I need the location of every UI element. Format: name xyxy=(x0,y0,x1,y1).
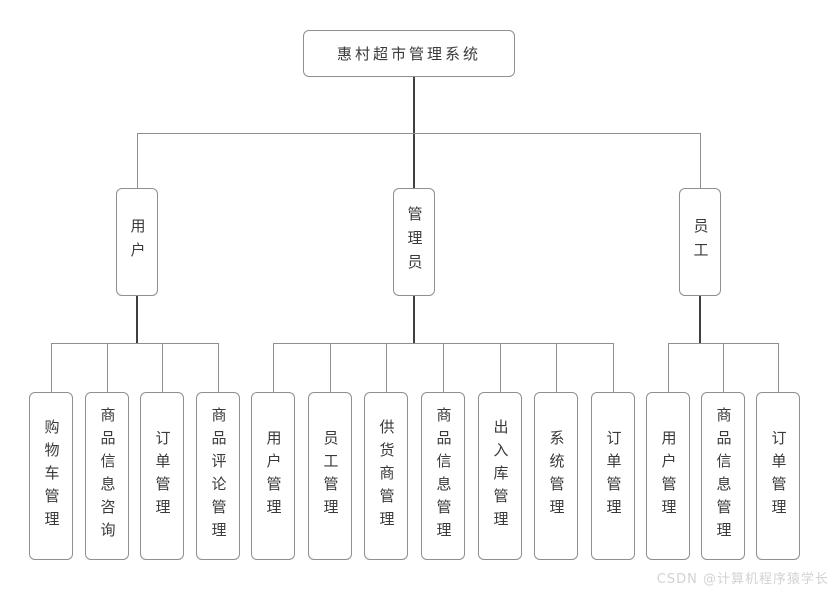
node-label: 用户管理 xyxy=(264,430,283,522)
node-branch-staff-label: 员工 xyxy=(691,218,710,266)
connector-drop-users-3 xyxy=(218,343,219,392)
node-label: 员工管理 xyxy=(321,430,340,522)
node-admin-supplier-mgmt: 供货商管理 xyxy=(364,392,408,560)
connector-bus-users xyxy=(51,343,218,344)
node-label: 商品信息咨询 xyxy=(98,407,117,545)
node-admin-order-mgmt: 订单管理 xyxy=(591,392,635,560)
node-label: 商品信息管理 xyxy=(714,407,733,545)
connector-drop-staff-2 xyxy=(778,343,779,392)
connector-drop-users-2 xyxy=(162,343,163,392)
watermark: CSDN @计算机程序猿学长 xyxy=(656,572,829,587)
node-users-product-info-inquiry: 商品信息咨询 xyxy=(85,392,129,560)
node-admin-product-info-mgmt: 商品信息管理 xyxy=(421,392,465,560)
node-label: 商品信息管理 xyxy=(434,407,453,545)
node-label: 订单管理 xyxy=(604,430,623,522)
node-system-root: 惠村超市管理系统 xyxy=(303,30,515,77)
node-branch-admin-label: 管理员 xyxy=(405,206,424,278)
node-label: 商品评论管理 xyxy=(209,407,228,545)
connector-root-trunk xyxy=(413,77,415,188)
connector-drop-staff-0 xyxy=(668,343,669,392)
node-users-review-mgmt: 商品评论管理 xyxy=(196,392,240,560)
node-branch-admin: 管理员 xyxy=(393,188,435,296)
node-admin-warehouse-mgmt: 出入库管理 xyxy=(478,392,522,560)
node-admin-system-mgmt: 系统管理 xyxy=(534,392,578,560)
connector-drop-admin-4 xyxy=(500,343,501,392)
node-system-root-label: 惠村超市管理系统 xyxy=(336,45,481,63)
node-label: 出入库管理 xyxy=(491,418,510,534)
connector-trunk-staff xyxy=(699,296,701,343)
connector-drop-admin-6 xyxy=(613,343,614,392)
connector-drop-admin-3 xyxy=(443,343,444,392)
node-branch-users-label: 用户 xyxy=(128,218,147,266)
node-branch-staff: 员工 xyxy=(679,188,721,296)
node-staff-user-mgmt: 用户管理 xyxy=(646,392,690,560)
connector-drop-admin-5 xyxy=(556,343,557,392)
node-branch-users: 用户 xyxy=(116,188,158,296)
connector-drop-users-1 xyxy=(107,343,108,392)
node-staff-product-info-mgmt: 商品信息管理 xyxy=(701,392,745,560)
connector-drop-users-0 xyxy=(51,343,52,392)
node-label: 系统管理 xyxy=(547,430,566,522)
connector-trunk-users xyxy=(136,296,138,343)
connector-drop-admin-2 xyxy=(386,343,387,392)
node-users-cart-mgmt: 购物车管理 xyxy=(29,392,73,560)
connector-drop-branch-users xyxy=(137,133,138,188)
node-label: 供货商管理 xyxy=(377,418,396,534)
node-staff-order-mgmt: 订单管理 xyxy=(756,392,800,560)
node-users-order-mgmt: 订单管理 xyxy=(140,392,184,560)
connector-drop-admin-0 xyxy=(273,343,274,392)
connector-bus-level1 xyxy=(137,133,700,134)
node-admin-user-mgmt: 用户管理 xyxy=(251,392,295,560)
connector-drop-branch-staff xyxy=(700,133,701,188)
node-label: 购物车管理 xyxy=(42,418,61,534)
node-label: 订单管理 xyxy=(769,430,788,522)
node-label: 用户管理 xyxy=(659,430,678,522)
connector-drop-staff-1 xyxy=(723,343,724,392)
node-label: 订单管理 xyxy=(153,430,172,522)
connector-drop-admin-1 xyxy=(330,343,331,392)
node-admin-staff-mgmt: 员工管理 xyxy=(308,392,352,560)
connector-trunk-admin xyxy=(413,296,415,343)
